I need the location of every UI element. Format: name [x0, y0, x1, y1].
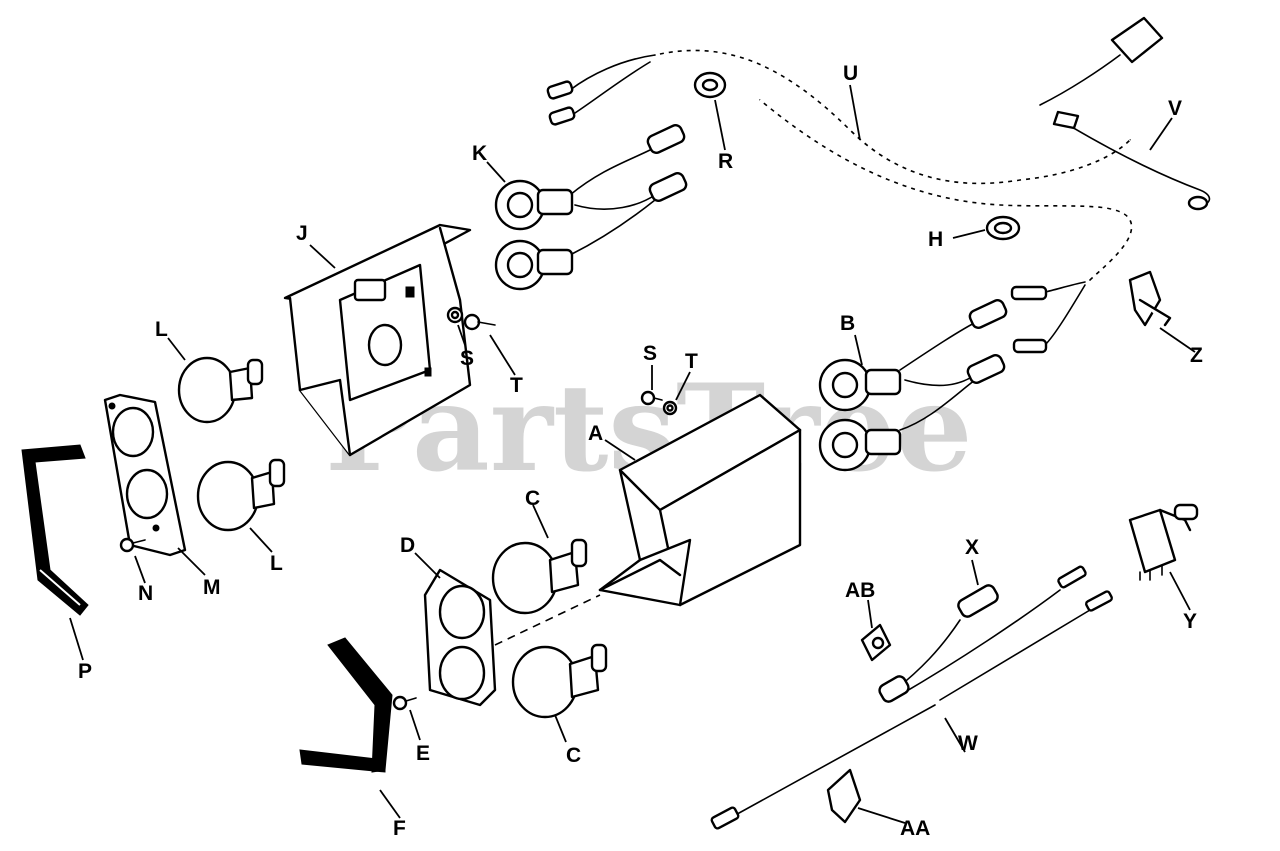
wire-x — [878, 565, 1087, 703]
label-a: A — [588, 422, 603, 445]
mounting-bar-p — [21, 444, 89, 616]
label-m: M — [203, 576, 221, 599]
grommet-r — [693, 71, 727, 99]
mounting-bar-f — [299, 637, 393, 773]
screw-e — [392, 695, 417, 711]
label-n: N — [138, 582, 153, 605]
label-f: F — [393, 817, 406, 840]
housing-a — [598, 393, 802, 607]
ground-wire-v — [1052, 110, 1211, 211]
bulb-c-top — [491, 538, 588, 615]
wire-w — [710, 590, 1113, 830]
socket-harness-b — [818, 299, 1008, 472]
label-ab: AB — [845, 579, 875, 602]
label-z: Z — [1190, 344, 1203, 367]
label-j: J — [296, 222, 308, 245]
label-c-bottom: C — [566, 744, 581, 767]
label-k: K — [472, 142, 487, 165]
label-t-left: T — [510, 374, 523, 397]
label-t-right: T — [685, 350, 698, 373]
label-c-top: C — [525, 487, 540, 510]
label-y: Y — [1183, 610, 1197, 633]
bracket-j — [283, 223, 472, 457]
label-v: V — [1168, 97, 1182, 120]
label-e: E — [416, 742, 430, 765]
label-b: B — [840, 312, 855, 335]
lamp-plate-d — [423, 568, 497, 707]
label-h: H — [928, 228, 943, 251]
clip-ab — [860, 623, 892, 662]
label-s-right: S — [643, 342, 657, 365]
label-x: X — [965, 536, 979, 559]
label-l-top: L — [155, 318, 168, 341]
label-aa: AA — [900, 817, 930, 840]
label-r: R — [718, 150, 733, 173]
wiring-harness-u — [546, 16, 1164, 354]
nut-s-left — [446, 306, 464, 324]
screw-t-left — [463, 313, 496, 331]
lamp-plate-m — [103, 393, 187, 557]
label-p: P — [78, 660, 92, 683]
bulb-c-bottom — [511, 643, 608, 719]
label-s-left: S — [460, 347, 474, 370]
bulb-l-bottom — [196, 458, 286, 532]
label-d: D — [400, 534, 415, 557]
clamp-z — [1128, 270, 1172, 327]
bulb-l-top — [177, 356, 264, 424]
screw-n — [119, 537, 146, 553]
alignment-line — [494, 594, 601, 646]
label-w: W — [958, 732, 978, 755]
grommet-h — [985, 215, 1021, 241]
label-u: U — [843, 62, 858, 85]
label-l-bottom: L — [270, 552, 283, 575]
clip-aa — [826, 768, 862, 824]
bolt-s-right — [640, 390, 663, 406]
toggle-switch-y — [1128, 503, 1199, 581]
socket-harness-k — [494, 124, 688, 291]
nut-t-right — [662, 400, 678, 416]
leader-lines — [69, 84, 1196, 824]
